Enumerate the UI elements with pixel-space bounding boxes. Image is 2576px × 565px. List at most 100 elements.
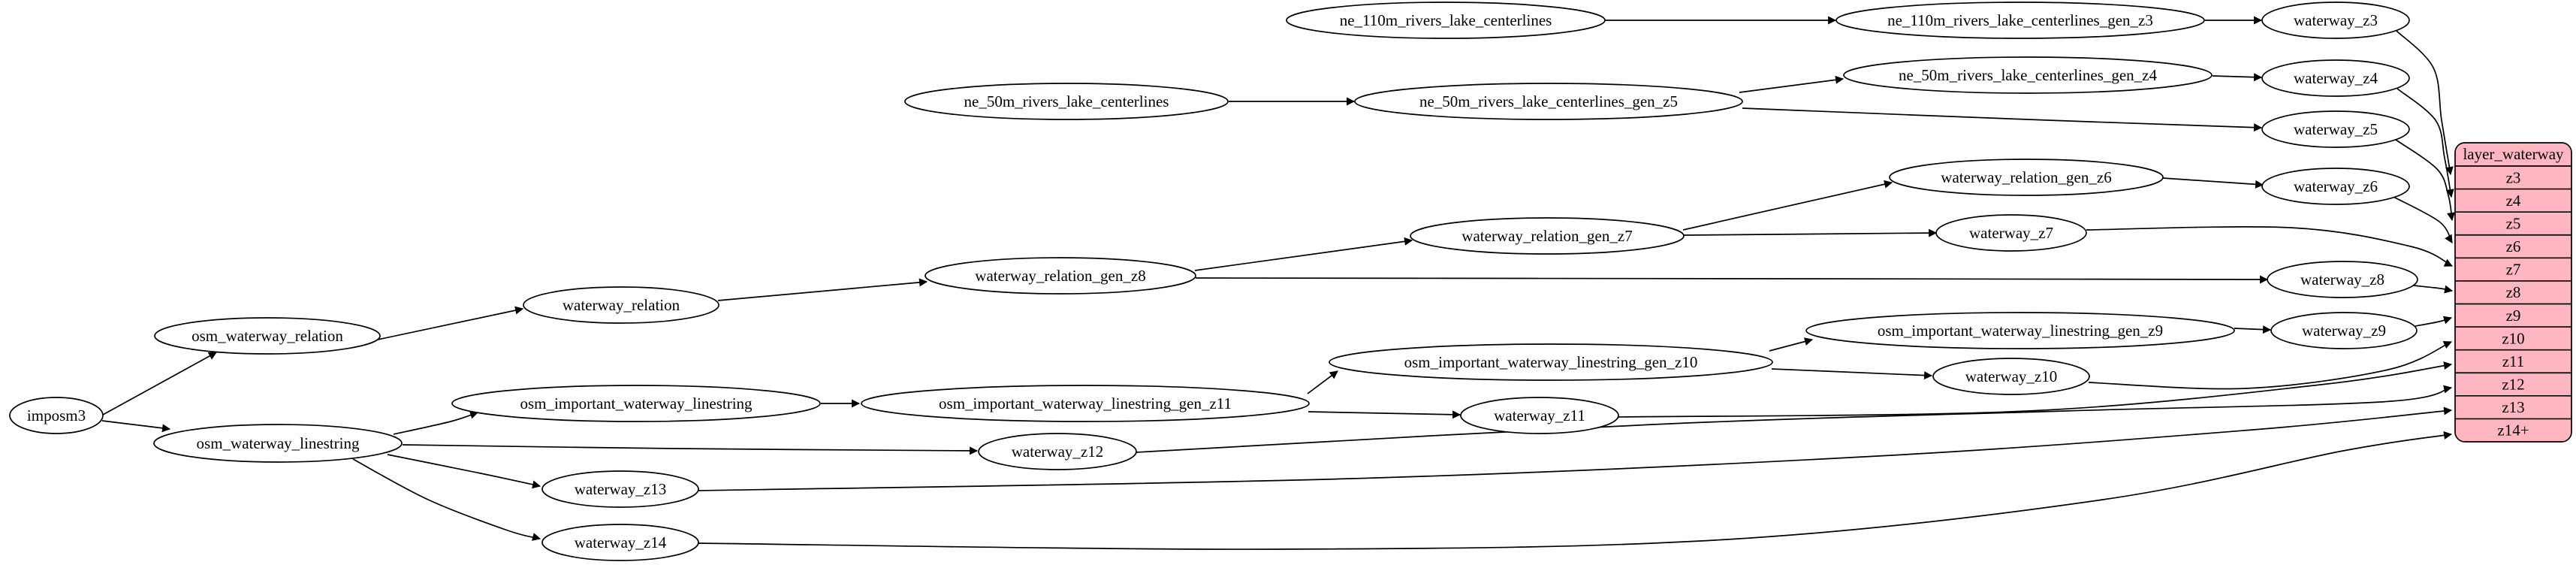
node-shape-waterway_relation_gen_z6 [1889,159,2164,196]
node-label-waterway_z10: waterway_z10 [1965,367,2057,385]
node-waterway_z4: waterway_z4 [2261,59,2410,97]
node-shape-osm_important_waterway_linestring_gen_z10 [1329,343,1773,381]
node-shape-waterway_z8 [2267,261,2418,298]
edge-waterway_relation_gen_z7-to-waterway_z7 [1683,228,1938,237]
node-shape-waterway_z7 [1935,214,2087,252]
node-label-ne_50m_rivers_lake_centerlines_gen_z5: ne_50m_rivers_lake_centerlines_gen_z5 [1419,92,1678,110]
node-osm_waterway_linestring: osm_waterway_linestring [153,424,403,463]
node-osm_important_waterway_linestring: osm_important_waterway_linestring [451,385,821,422]
node-osm_important_waterway_linestring_gen_z10: osm_important_waterway_linestring_gen_z1… [1329,343,1773,381]
node-waterway_z10: waterway_z10 [1932,358,2090,395]
node-label-waterway_z11: waterway_z11 [1494,406,1585,425]
node-waterway_z5: waterway_z5 [2261,110,2410,148]
node-label-ne_50m_rivers_lake_centerlines: ne_50m_rivers_lake_centerlines [964,92,1169,110]
table-row-z6: z6 [2506,237,2521,255]
edge-waterway_relation_gen_z8-to-waterway_z8 [1195,275,2269,284]
node-shape-waterway_relation_gen_z8 [925,257,1196,295]
node-label-ne_50m_rivers_lake_centerlines_gen_z4: ne_50m_rivers_lake_centerlines_gen_z4 [1899,66,2158,84]
edge-osm_waterway_linestring-to-waterway_z13 [387,454,541,489]
node-waterway_z12: waterway_z12 [978,433,1137,470]
edge-waterway_relation_gen_z6-to-waterway_z6 [2162,177,2264,189]
edge-imposm3-to-osm_waterway_relation [102,352,217,415]
node-waterway_relation: waterway_relation [523,286,719,324]
node-label-waterway_z12: waterway_z12 [1012,443,1103,461]
node-ne_50m_rivers_lake_centerlines_gen_z5: ne_50m_rivers_lake_centerlines_gen_z5 [1354,83,1743,120]
edge-waterway_z7-to-layer_waterway.z7 [2086,225,2453,267]
node-label-waterway_z13: waterway_z13 [575,480,666,498]
edge-waterway_z4-to-layer_waterway.z4 [2397,88,2454,198]
node-osm_waterway_relation: osm_waterway_relation [154,317,381,355]
table-row-z8: z8 [2506,283,2521,301]
node-shape-waterway_relation [523,286,719,324]
edge-waterway_relation_gen_z7-to-waterway_relation_gen_z6 [1682,180,1893,231]
node-shape-osm_important_waterway_linestring [451,385,821,422]
node-label-waterway_relation_gen_z6: waterway_relation_gen_z6 [1941,168,2111,186]
edge-waterway_z13-to-layer_waterway.z13 [698,406,2453,491]
table-row-z5: z5 [2506,214,2521,232]
node-shape-waterway_z5 [2261,110,2410,148]
table-row-z14+: z14+ [2497,421,2529,440]
node-ne_110m_rivers_lake_centerlines: ne_110m_rivers_lake_centerlines [1286,2,1606,39]
node-label-osm_waterway_relation: osm_waterway_relation [192,327,343,345]
node-osm_important_waterway_linestring_gen_z11: osm_important_waterway_linestring_gen_z1… [861,385,1310,422]
node-shape-osm_waterway_relation [154,317,381,355]
node-label-waterway_z6: waterway_z6 [2294,177,2378,195]
node-shape-waterway_z9 [2270,312,2418,349]
edge-waterway_z10-to-layer_waterway.z10 [2088,340,2453,390]
node-shape-waterway_z6 [2261,168,2410,205]
node-waterway_z3: waterway_z3 [2261,2,2410,39]
edge-ne_50m_rivers_lake_centerlines_gen_z5-to-waterway_z5 [1742,107,2263,132]
node-shape-osm_important_waterway_linestring_gen_z11 [861,385,1310,422]
edge-osm_important_waterway_linestring_gen_z11-to-waterway_z11 [1308,410,1461,419]
node-label-waterway_z7: waterway_z7 [1969,224,2053,242]
edge-waterway_relation_gen_z8-to-waterway_relation_gen_z7 [1194,237,1413,271]
node-label-waterway_z3: waterway_z3 [2294,11,2378,29]
node-waterway_z9: waterway_z9 [2270,312,2418,349]
node-label-osm_important_waterway_linestring: osm_important_waterway_linestring [520,394,753,412]
table-row-z4: z4 [2506,192,2521,210]
node-shape-waterway_z14 [541,524,699,561]
node-waterway_relation_gen_z6: waterway_relation_gen_z6 [1889,159,2164,196]
node-label-ne_110m_rivers_lake_centerlines: ne_110m_rivers_lake_centerlines [1340,11,1552,29]
node-shape-ne_50m_rivers_lake_centerlines_gen_z4 [1843,56,2213,94]
node-shape-waterway_z11 [1460,397,1619,434]
node-shape-waterway_z3 [2261,2,2410,39]
edge-waterway_z3-to-layer_waterway.z3 [2396,30,2454,176]
table-layer_waterway: layer_waterwayz3z4z5z6z7z8z9z10z11z12z13… [2454,142,2572,443]
edge-waterway_z5-to-layer_waterway.z5 [2395,139,2455,222]
node-shape-waterway_z10 [1932,358,2090,395]
node-label-waterway_z4: waterway_z4 [2294,69,2378,87]
table-row-z10: z10 [2502,329,2524,347]
node-label-waterway_relation_gen_z8: waterway_relation_gen_z8 [975,267,1145,285]
node-waterway_relation_gen_z8: waterway_relation_gen_z8 [925,257,1196,295]
edge-waterway_z8-to-layer_waterway.z8 [2413,285,2454,294]
edge-osm_waterway_linestring-to-osm_important_waterway_linestring [393,410,479,435]
node-ne_110m_rivers_lake_centerlines_gen_z3: ne_110m_rivers_lake_centerlines_gen_z3 [1835,2,2205,39]
table-row-z11: z11 [2502,352,2525,370]
node-shape-osm_important_waterway_linestring_gen_z9 [1805,312,2235,349]
edge-osm_waterway_linestring-to-waterway_z14 [352,458,541,541]
node-label-imposm3: imposm3 [27,406,86,425]
edge-ne_50m_rivers_lake_centerlines_gen_z4-to-waterway_z4 [2212,73,2263,82]
node-label-waterway_relation: waterway_relation [563,296,680,314]
edge-waterway_z14-to-layer_waterway.z14+ [698,431,2453,550]
node-waterway_z14: waterway_z14 [541,524,699,561]
node-waterway_z6: waterway_z6 [2261,168,2410,205]
nodes-layer: imposm3 osm_waterway_relation osm_waterway… [9,2,2418,561]
node-label-osm_waterway_linestring: osm_waterway_linestring [197,434,360,452]
table-row-z9: z9 [2506,307,2521,325]
node-waterway_z8: waterway_z8 [2267,261,2418,298]
node-shape-waterway_z4 [2261,59,2410,97]
node-shape-ne_50m_rivers_lake_centerlines [904,83,1229,120]
edge-osm_important_waterway_linestring_gen_z10-to-waterway_z10 [1771,368,1933,380]
table-row-z7: z7 [2506,261,2521,279]
edge-waterway_z6-to-layer_waterway.z6 [2393,196,2453,243]
node-label-waterway_z5: waterway_z5 [2294,120,2378,138]
edge-waterway_z12-to-layer_waterway.z12 [1136,385,2453,453]
edges-layer [101,16,2455,550]
table-title: layer_waterway [2463,145,2564,163]
node-ne_50m_rivers_lake_centerlines_gen_z4: ne_50m_rivers_lake_centerlines_gen_z4 [1843,56,2213,94]
node-shape-osm_waterway_linestring [153,424,403,463]
node-shape-waterway_z12 [978,433,1137,470]
